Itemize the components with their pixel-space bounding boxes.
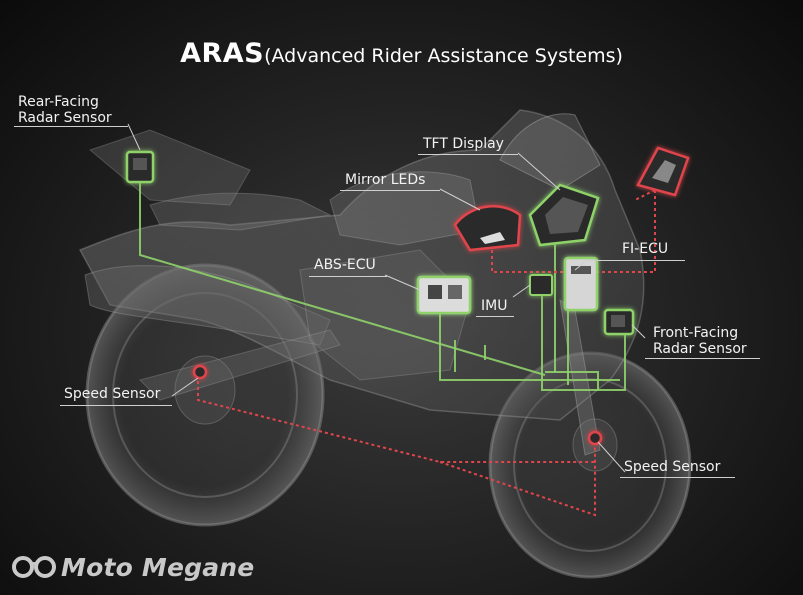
watermark: Moto Megane [12, 553, 254, 582]
mirror-right [636, 146, 690, 197]
title-sub: (Advanced Rider Assistance Systems) [264, 45, 623, 67]
abs-ecu-unit [416, 275, 472, 315]
label-speed-sensor-rear: Speed Sensor [64, 386, 161, 402]
underline-tft-display [418, 154, 518, 155]
label-front-radar: Front-Facing Radar Sensor [653, 325, 747, 357]
front-radar-sensor [603, 308, 635, 336]
label-abs-ecu: ABS-ECU [314, 257, 376, 273]
underline-abs-ecu [309, 276, 387, 277]
fi-ecu-unit [563, 256, 599, 312]
underline-fi-ecu [585, 260, 685, 261]
watermark-text: Moto Megane [61, 553, 255, 582]
label-speed-sensor-front: Speed Sensor [624, 459, 721, 475]
label-rear-radar-line2: Radar Sensor [18, 110, 112, 126]
title-main: ARAS [180, 38, 265, 69]
underline-front-radar [645, 358, 760, 359]
label-front-radar-line1: Front-Facing [653, 325, 739, 341]
diagram-title: ARAS(Advanced Rider Assistance Systems) [0, 38, 803, 69]
underline-imu [476, 316, 514, 317]
green-wiring [139, 180, 626, 391]
label-mirror-leds: Mirror LEDs [345, 172, 426, 188]
rear-radar-sensor [125, 150, 155, 184]
front-speed-sensor [587, 430, 603, 446]
label-fi-ecu: FI-ECU [622, 241, 669, 257]
label-rear-radar: Rear-Facing Radar Sensor [18, 94, 112, 126]
label-front-radar-line2: Radar Sensor [653, 341, 747, 357]
mirror-led-left [453, 205, 522, 252]
bike-body [78, 109, 645, 456]
label-rear-radar-line1: Rear-Facing [18, 94, 99, 110]
rear-speed-sensor [192, 364, 208, 380]
imu-unit [529, 274, 553, 296]
label-tft-display: TFT Display [423, 136, 504, 152]
glasses-logo-icon [12, 556, 56, 578]
underline-speed-sensor-rear [60, 405, 172, 406]
label-imu: IMU [481, 298, 508, 314]
underline-mirror-leds [340, 190, 440, 191]
leader-lines [127, 123, 646, 473]
underline-speed-sensor-front [620, 477, 735, 478]
underline-rear-radar [14, 126, 128, 127]
tft-display-unit [528, 183, 600, 247]
